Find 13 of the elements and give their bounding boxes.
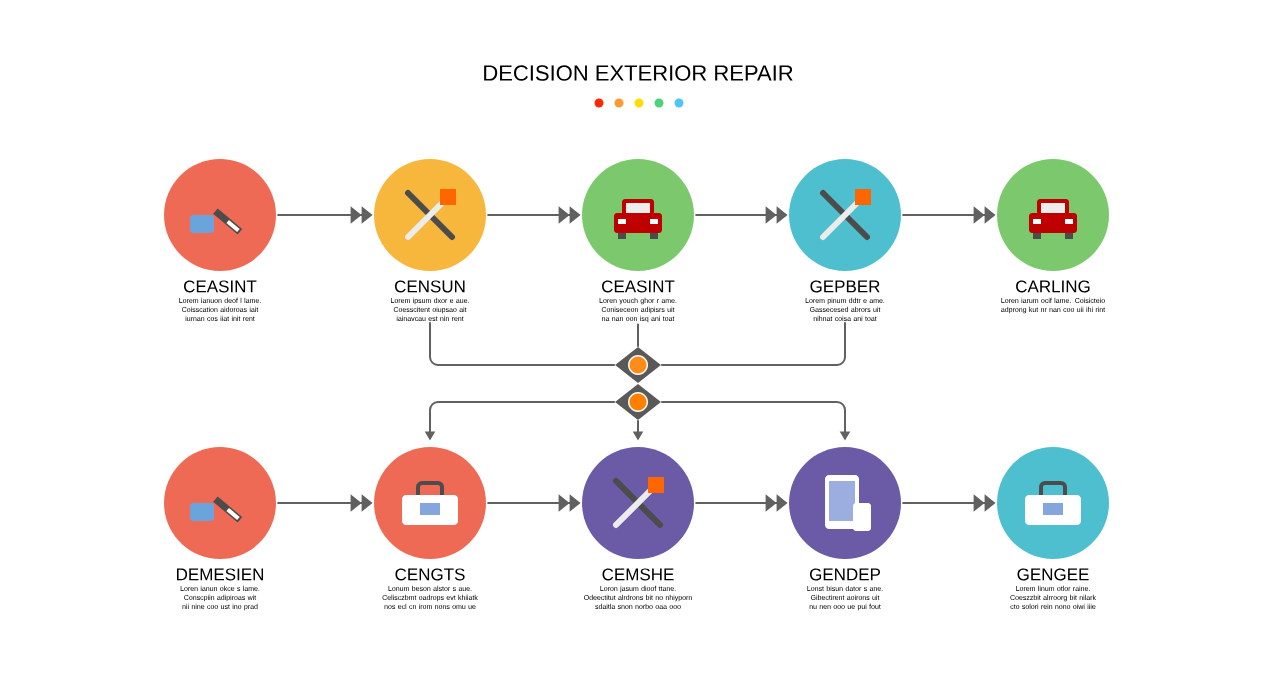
step-title: CEMSHE xyxy=(602,568,674,581)
decision-diamond xyxy=(615,384,661,420)
step-title: CEASINT xyxy=(184,280,257,293)
title: DECISION EXTERIOR REPAIR xyxy=(484,65,793,81)
step-title: CENSUN xyxy=(395,280,465,293)
step-title: DEMESIEN xyxy=(177,568,263,581)
step-title: GENGEE xyxy=(1017,568,1089,581)
step-title: CEASINT xyxy=(602,280,675,293)
step-title: CENGTS xyxy=(395,568,465,581)
decision-diamond xyxy=(615,347,661,383)
step-title: GEPBER xyxy=(810,280,880,293)
step-title: GENDEP xyxy=(809,568,880,581)
step-title: CARLING xyxy=(1016,280,1090,293)
